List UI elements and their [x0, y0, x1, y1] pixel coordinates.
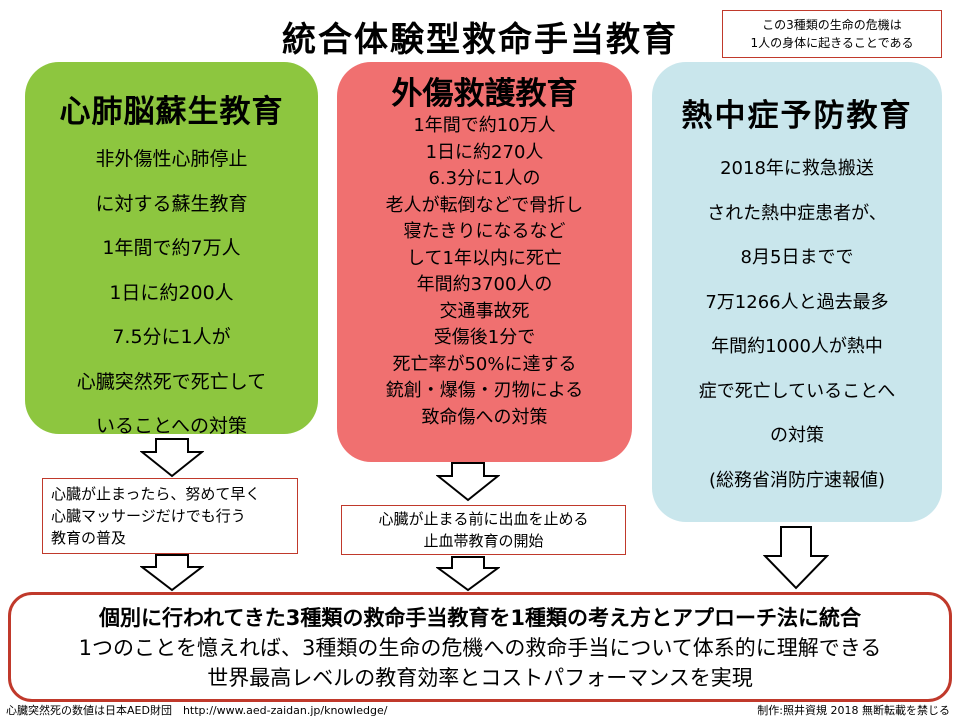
summary-box: 個別に行われてきた3種類の救命手当教育を1種類の考え方とアプローチ法に統合 1つ… — [8, 592, 952, 702]
callout-line: 止血帯教育の開始 — [423, 532, 544, 550]
card-line: 症で死亡していることへ — [698, 380, 896, 402]
card-line: 交通事故死 — [439, 300, 530, 322]
summary-line: 1つのことを憶えれば、3種類の生命の危機への救命手当について体系的に理解できる — [78, 636, 882, 660]
page-title: 統合体験型救命手当教育 — [282, 20, 678, 60]
card-line: いることへの対策 — [95, 415, 248, 437]
card-trauma-education: 外傷救護教育 1年間で約10万人 1日に約270人 6.3分に1人の 老人が転倒… — [337, 62, 632, 462]
card-line: 2018年に救急搬送 — [720, 158, 874, 179]
card-line: 1日に約270人 — [425, 141, 544, 163]
arrow-down-icon — [763, 526, 829, 590]
card-lines: 2018年に救急搬送 された熱中症患者が、 8月5日までで 7万1266人と過去… — [652, 147, 942, 503]
card-line: 年間約1000人が熱中 — [711, 336, 883, 357]
note-line: この3種類の生命の危機は — [762, 18, 902, 32]
card-line: 心臓突然死で死亡して — [76, 370, 267, 393]
card-line: 老人が転倒などで骨折し — [385, 194, 584, 216]
card-title: 外傷救護教育 — [391, 76, 578, 112]
card-line: 7.5分に1人が — [112, 326, 231, 348]
card-line: 1年間で約10万人 — [413, 115, 556, 136]
card-line: 致命傷への対策 — [421, 406, 548, 428]
card-line: された熱中症患者が、 — [707, 202, 887, 224]
card-line: 1日に約200人 — [109, 281, 234, 304]
callout-line: 心臓マッサージだけでも行う — [51, 507, 246, 525]
arrow-down-icon — [436, 462, 500, 502]
card-title: 心肺脳蘇生教育 — [59, 94, 284, 130]
card-line: して1年以内に死亡 — [407, 247, 562, 269]
card-line: 受傷後1分で — [433, 327, 536, 348]
arrow-down-icon — [436, 556, 500, 592]
note-line: 1人の身体に起きることである — [750, 36, 914, 50]
arrow-down-icon — [140, 438, 204, 478]
card-line: に対する蘇生教育 — [95, 192, 248, 215]
footer-credit: 制作:照井資規 2018 無断転載を禁じる — [757, 704, 950, 717]
card-lines: 1年間で約10万人 1日に約270人 6.3分に1人の 老人が転倒などで骨折し … — [337, 113, 632, 431]
card-line: (総務省消防庁速報値) — [708, 469, 886, 491]
callout-trauma: 心臓が止まる前に出血を止める 止血帯教育の開始 — [341, 505, 626, 555]
card-lines: 非外傷性心肺停止 に対する蘇生教育 1年間で約7万人 1日に約200人 7.5分… — [25, 137, 318, 449]
card-line: 銃創・爆傷・刃物による — [385, 380, 584, 401]
card-line: 8月5日までで — [740, 247, 854, 268]
card-line: 1年間で約7万人 — [102, 237, 241, 259]
callout-line: 教育の普及 — [51, 529, 127, 547]
callout-line: 心臓が止まる前に出血を止める — [378, 510, 589, 528]
arrow-down-icon — [140, 554, 204, 592]
card-line: 年間約3700人の — [416, 274, 553, 295]
card-line: 7万1266人と過去最多 — [705, 291, 889, 313]
card-heatstroke-education: 熱中症予防教育 2018年に救急搬送 された熱中症患者が、 8月5日までで 7万… — [652, 62, 942, 522]
callout-cpr: 心臓が止まったら、努めて早く 心臓マッサージだけでも行う 教育の普及 — [42, 478, 298, 554]
card-title: 熱中症予防教育 — [681, 98, 913, 134]
card-line: 非外傷性心肺停止 — [95, 148, 248, 170]
footer-source: 心臓突然死の数値は日本AED財団 http://www.aed-zaidan.j… — [6, 704, 388, 717]
card-cpr-education: 心肺脳蘇生教育 非外傷性心肺停止 に対する蘇生教育 1年間で約7万人 1日に約2… — [25, 62, 318, 437]
callout-line: 心臓が止まったら、努めて早く — [51, 485, 261, 503]
card-line: の対策 — [770, 425, 824, 446]
note-box: この3種類の生命の危機は 1人の身体に起きることである — [722, 10, 942, 58]
card-line: 6.3分に1人の — [428, 168, 541, 189]
summary-line: 世界最高レベルの教育効率とコストパフォーマンスを実現 — [207, 666, 753, 690]
summary-line: 個別に行われてきた3種類の救命手当教育を1種類の考え方とアプローチ法に統合 — [99, 606, 861, 630]
card-line: 死亡率が50%に達する — [392, 353, 577, 375]
card-line: 寝たきりになるなど — [403, 221, 566, 242]
